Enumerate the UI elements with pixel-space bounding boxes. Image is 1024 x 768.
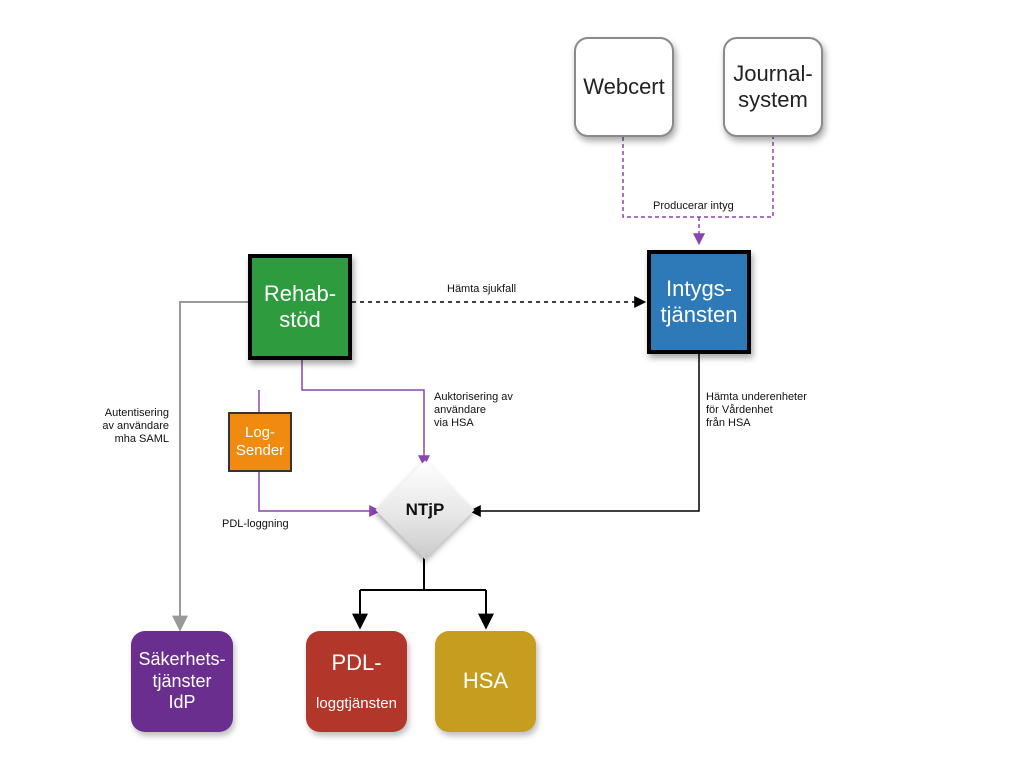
pdl-loggtjansten-label: PDL- loggtjänsten — [316, 631, 397, 733]
auktorisering-label: Auktorisering av användare via HSA — [434, 391, 513, 430]
pdl-loggtjansten-node: PDL- loggtjänsten — [306, 631, 407, 732]
sakerhetstjanster-node: Säkerhets- tjänster IdP — [131, 631, 233, 732]
ntjp-node: NTjP — [375, 460, 475, 560]
sakerhetstjanster-label: Säkerhets- tjänster IdP — [138, 649, 226, 713]
pdl-label-line2: loggtjänsten — [316, 695, 397, 713]
logsender-node: Log- Sender — [228, 412, 292, 472]
producerar-intyg-connector — [622, 137, 774, 244]
journalsystem-label: Journal- system — [733, 60, 813, 112]
ntjp-label: NTjP — [405, 500, 445, 519]
autentisering-connector — [172, 301, 248, 632]
intygstjansten-label: Intygs- tjänsten — [660, 275, 738, 327]
hamta-underenheter-connector — [468, 354, 700, 517]
logsender-label: Log- Sender — [235, 424, 285, 459]
webcert-node: Webcert — [574, 37, 674, 137]
autentisering-label: Autentisering av användare mha SAML — [102, 407, 169, 446]
pdl-loggning-connector — [258, 472, 382, 517]
hsa-node: HSA — [435, 631, 536, 732]
hamta-sjukfall-label: Hämta sjukfall — [447, 283, 517, 295]
producerar-intyg-label: Producerar intyg — [653, 200, 734, 212]
pdl-label-line1: PDL- — [331, 649, 382, 675]
journalsystem-node: Journal- system — [723, 37, 823, 137]
hsa-label: HSA — [462, 668, 509, 694]
ntjp-trunk-connector — [360, 555, 486, 591]
auktorisering-connector — [301, 360, 430, 468]
intygstjansten-node: Intygs- tjänsten — [647, 250, 751, 354]
rehabstod-label: Rehab- stöd — [263, 280, 337, 332]
webcert-label: Webcert — [583, 73, 665, 99]
hamta-underenheter-label: Hämta underenheter för Vårdenhet från HS… — [706, 391, 807, 430]
rehabstod-node: Rehab- stöd — [248, 254, 352, 360]
pdl-loggning-label: PDL-loggning — [222, 518, 289, 530]
